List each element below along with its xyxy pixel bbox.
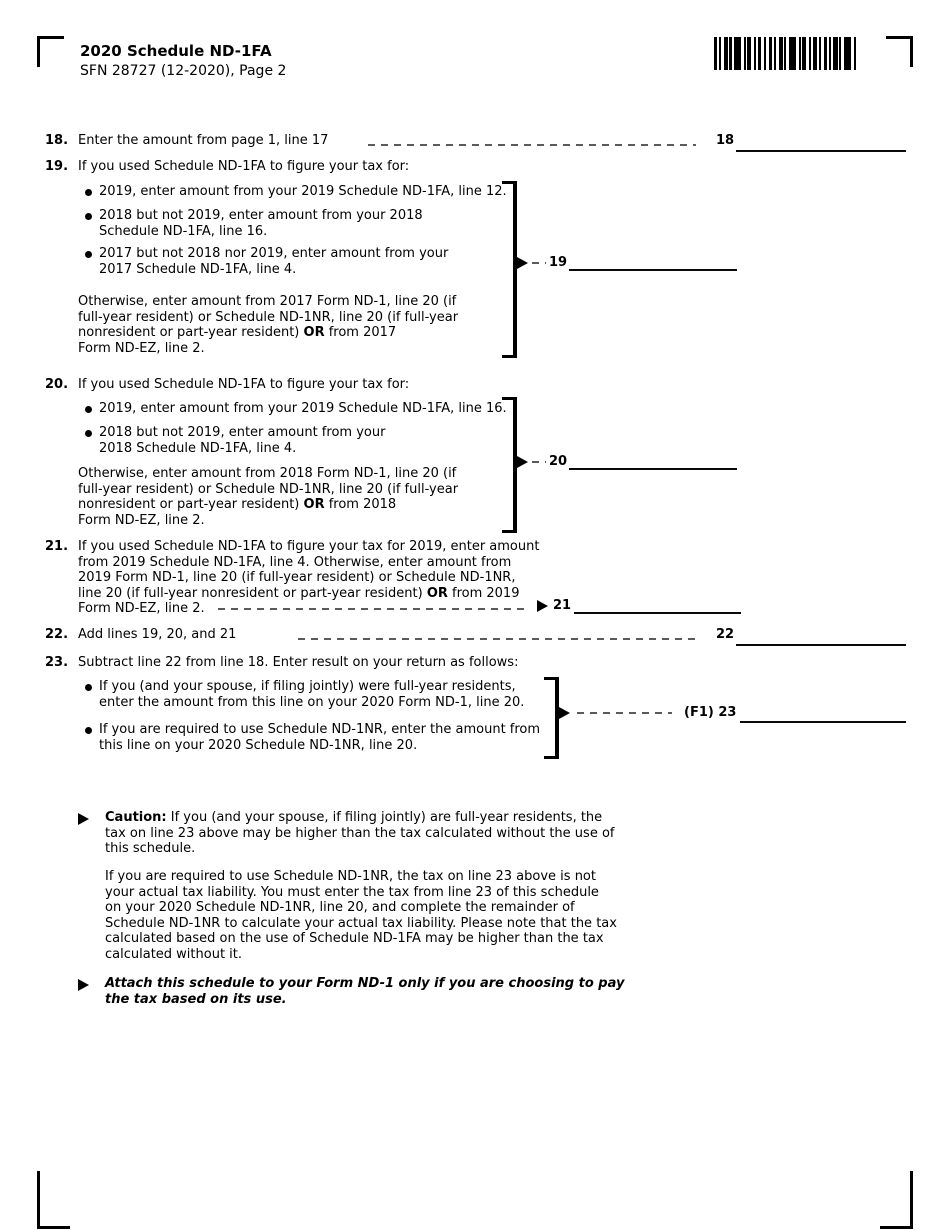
line-19-number: 19. xyxy=(45,159,69,174)
arrow-right-icon xyxy=(78,979,89,991)
line-18-text: Enter the amount from page 1, line 17 xyxy=(78,133,329,148)
line-19-bullet-1: 2019, enter amount from your 2019 Schedu… xyxy=(99,184,507,199)
line-20-field-label: 20 xyxy=(549,454,568,469)
corner-mark-top-left xyxy=(37,36,64,67)
caution-label: Caution: xyxy=(105,810,167,825)
line-20-number: 20. xyxy=(45,377,69,392)
dotted-leader xyxy=(577,712,672,714)
corner-mark-top-right xyxy=(886,36,913,67)
line-19-otherwise-or: OR xyxy=(303,325,325,340)
page-subtitle: SFN 28727 (12-2020), Page 2 xyxy=(80,63,287,79)
line-21-text-pre: If you used Schedule ND-1FA to figure yo… xyxy=(78,539,540,601)
arrow-right-icon xyxy=(559,707,570,719)
line-19-amount-field[interactable] xyxy=(569,269,737,271)
bullet-icon xyxy=(85,213,92,220)
line-18-field-label: 18 xyxy=(716,133,735,148)
line-23-number: 23. xyxy=(45,655,69,670)
bullet-icon xyxy=(85,430,92,437)
dotted-leader xyxy=(368,144,696,146)
line-21-number: 21. xyxy=(45,539,69,554)
line-19-text: If you used Schedule ND-1FA to figure yo… xyxy=(78,159,410,174)
caution-text: If you (and your spouse, if filing joint… xyxy=(105,810,615,856)
bullet-icon xyxy=(85,406,92,413)
line-19-bullet-3: 2017 but not 2018 nor 2019, enter amount… xyxy=(99,246,449,277)
line-19-otherwise-text: Otherwise, enter amount from 2017 Form N… xyxy=(78,294,458,356)
caution-note: Caution: If you (and your spouse, if fil… xyxy=(105,810,614,857)
line-21-text: If you used Schedule ND-1FA to figure yo… xyxy=(78,539,539,617)
bullet-icon xyxy=(85,727,92,734)
barcode-image xyxy=(714,37,856,70)
bullet-icon xyxy=(85,251,92,258)
bullet-icon xyxy=(85,189,92,196)
dotted-leader xyxy=(218,608,530,610)
arrow-right-icon xyxy=(537,600,548,612)
line-21-text-or: OR xyxy=(426,585,448,601)
arrow-right-icon xyxy=(78,813,89,825)
line-22-text: Add lines 19, 20, and 21 xyxy=(78,627,237,642)
line-18-number: 18. xyxy=(45,133,69,148)
line-23-amount-field[interactable] xyxy=(740,721,906,723)
line-20-amount-field[interactable] xyxy=(569,468,737,470)
line-20-otherwise-text: Otherwise, enter amount from 2018 Form N… xyxy=(78,466,458,528)
bracket xyxy=(502,397,517,533)
line-23-field-label: (F1) 23 xyxy=(684,705,737,720)
caution-paragraph-2: If you are required to use Schedule ND-1… xyxy=(105,869,617,962)
line-20-bullet-2: 2018 but not 2019, enter amount from you… xyxy=(99,425,386,456)
bracket xyxy=(502,181,517,358)
line-18-amount-field[interactable] xyxy=(736,150,906,152)
attach-note: Attach this schedule to your Form ND-1 o… xyxy=(105,976,625,1007)
line-22-number: 22. xyxy=(45,627,69,642)
line-21-field-label: 21 xyxy=(553,598,572,613)
line-22-amount-field[interactable] xyxy=(736,644,906,646)
line-20-otherwise-post: from 2018 Form ND-EZ, line 2. xyxy=(78,497,397,528)
corner-mark-bottom-right xyxy=(880,1171,913,1229)
dotted-leader xyxy=(532,262,546,264)
line-22-field-label: 22 xyxy=(716,627,735,642)
line-19-bullet-2: 2018 but not 2019, enter amount from you… xyxy=(99,208,423,239)
dotted-leader xyxy=(298,638,696,640)
bracket xyxy=(544,677,559,759)
line-20-bullet-1: 2019, enter amount from your 2019 Schedu… xyxy=(99,401,507,416)
line-20-otherwise-or: OR xyxy=(303,497,325,512)
line-23-bullet-1: If you (and your spouse, if filing joint… xyxy=(99,679,525,710)
corner-mark-bottom-left xyxy=(37,1171,70,1229)
bullet-icon xyxy=(85,684,92,691)
line-20-text: If you used Schedule ND-1FA to figure yo… xyxy=(78,377,410,392)
line-21-amount-field[interactable] xyxy=(574,612,741,614)
line-19-otherwise-pre: Otherwise, enter amount from 2017 Form N… xyxy=(78,294,459,340)
line-19-field-label: 19 xyxy=(549,255,568,270)
arrow-right-icon xyxy=(517,456,528,468)
line-23-bullet-2: If you are required to use Schedule ND-1… xyxy=(99,722,541,753)
arrow-right-icon xyxy=(517,257,528,269)
line-20-otherwise-pre: Otherwise, enter amount from 2018 Form N… xyxy=(78,466,459,512)
line-23-text: Subtract line 22 from line 18. Enter res… xyxy=(78,655,519,670)
dotted-leader xyxy=(532,461,546,463)
page-title: 2020 Schedule ND-1FA xyxy=(80,42,272,60)
line-19-otherwise-post: from 2017 Form ND-EZ, line 2. xyxy=(78,325,397,356)
line-21-text-post: from 2019 Form ND-EZ, line 2. xyxy=(78,585,520,617)
